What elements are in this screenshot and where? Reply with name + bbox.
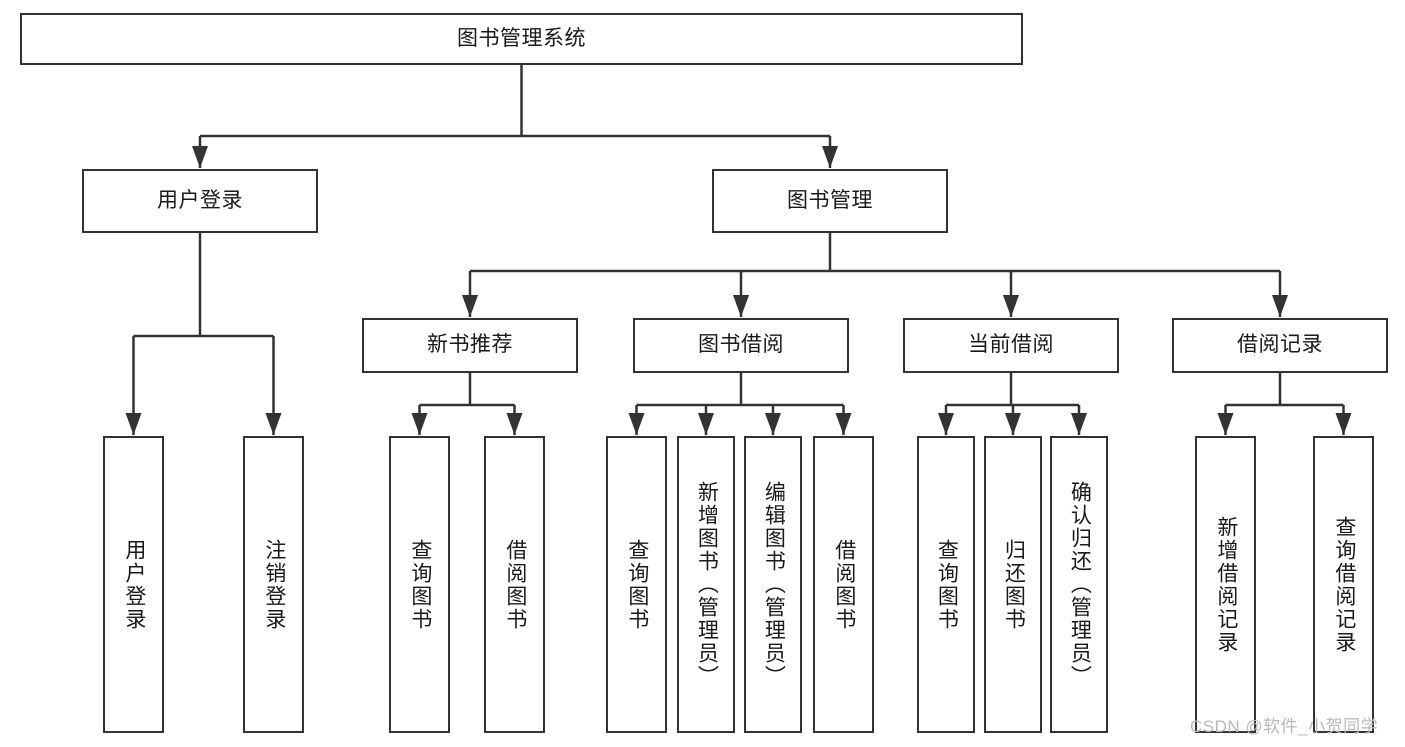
node-leaf-query-book-3: 查询图书	[917, 436, 975, 733]
node-label: 用户登录	[122, 538, 146, 631]
node-label: 归还图书	[1002, 538, 1026, 631]
node-leaf-add-record: 新增借阅记录	[1195, 436, 1256, 733]
node-leaf-user-login: 用户登录	[103, 436, 164, 733]
arrow-head	[506, 413, 523, 435]
node-label: 查询图书	[408, 538, 432, 631]
arrow-head	[1217, 413, 1234, 435]
node-label: 借阅图书	[832, 538, 856, 631]
node-label: 查询图书	[625, 538, 649, 631]
arrow-head	[192, 146, 208, 168]
node-label: 确认归还（管理员）	[1068, 481, 1092, 688]
node-label: 新增图书（管理员）	[695, 481, 719, 688]
node-book-manage: 图书管理	[712, 169, 948, 233]
node-label: 新书推荐	[427, 333, 513, 357]
node-book-borrow: 图书借阅	[633, 318, 849, 373]
arrow-head	[698, 413, 714, 435]
node-label: 编辑图书（管理员）	[762, 481, 786, 688]
node-label: 新增借阅记录	[1214, 515, 1238, 654]
node-leaf-confirm-return: 确认归还（管理员）	[1050, 436, 1108, 733]
node-label: 查询借阅记录	[1332, 515, 1356, 654]
node-user-login: 用户登录	[82, 169, 318, 233]
node-label: 用户登录	[157, 188, 243, 212]
arrow-head	[411, 413, 428, 435]
arrow-head	[835, 413, 852, 435]
node-label: 借阅记录	[1237, 333, 1323, 357]
node-leaf-edit-book: 编辑图书（管理员）	[744, 436, 802, 733]
arrow-head	[125, 413, 142, 435]
arrow-head	[765, 413, 781, 435]
node-leaf-add-book: 新增图书（管理员）	[677, 436, 735, 733]
node-label: 查询图书	[935, 538, 959, 631]
arrow-head	[1005, 413, 1021, 435]
node-new-book-rec: 新书推荐	[362, 318, 578, 373]
node-leaf-query-book-2: 查询图书	[606, 436, 667, 733]
node-leaf-logout: 注销登录	[243, 436, 304, 733]
node-label: 图书管理系统	[457, 26, 586, 50]
arrow-head	[938, 413, 954, 435]
arrow-head	[822, 146, 838, 168]
node-label: 图书借阅	[698, 333, 784, 357]
csdn-watermark: CSDN @软件_小贺同学	[1190, 717, 1379, 736]
arrow-head	[265, 413, 282, 435]
arrow-head	[1335, 413, 1352, 435]
arrow-head	[1071, 413, 1087, 435]
node-borrow-record: 借阅记录	[1172, 318, 1388, 373]
node-root: 图书管理系统	[20, 13, 1023, 65]
arrow-head	[1272, 295, 1288, 317]
node-label: 当前借阅	[968, 333, 1054, 357]
node-label: 图书管理	[787, 188, 873, 212]
node-leaf-query-record: 查询借阅记录	[1313, 436, 1374, 733]
arrow-head	[733, 295, 749, 317]
node-label: 注销登录	[262, 538, 286, 631]
node-leaf-borrow-book-1: 借阅图书	[484, 436, 545, 733]
node-label: 借阅图书	[503, 538, 527, 631]
node-leaf-return-book: 归还图书	[984, 436, 1042, 733]
arrow-head	[462, 295, 478, 317]
node-leaf-query-book-1: 查询图书	[389, 436, 450, 733]
node-current-borrow: 当前借阅	[903, 318, 1119, 373]
node-leaf-borrow-book-2: 借阅图书	[813, 436, 874, 733]
arrow-head	[1003, 295, 1019, 317]
arrow-head	[628, 413, 645, 435]
